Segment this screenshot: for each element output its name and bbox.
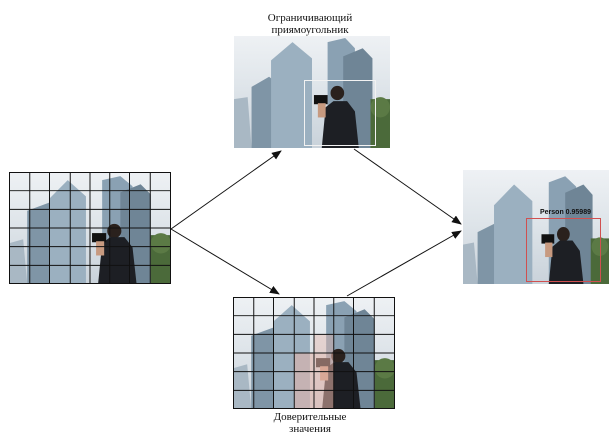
detection-label: Person 0.95989: [540, 209, 591, 216]
input-image: [9, 172, 171, 284]
grid-overlay: [9, 172, 171, 284]
arrow-input-to-confidence: [170, 228, 280, 295]
arrow-bbox-to-result: [353, 148, 462, 225]
detection-box: [526, 218, 601, 282]
bounding-box-label: Ограничивающий приямоугольник: [267, 12, 353, 36]
arrow-input-to-bbox: [170, 150, 282, 230]
result-image: Person 0.95989: [463, 170, 609, 284]
arrow-confidence-to-result: [346, 230, 462, 297]
confidence-grid: [233, 297, 395, 409]
bounding-box-image: [234, 36, 390, 148]
confidence-image: [233, 297, 395, 409]
confidence-label: Доверительные значения: [273, 411, 347, 435]
photo-scene: [463, 176, 609, 284]
bounding-box-outline: [304, 80, 376, 146]
